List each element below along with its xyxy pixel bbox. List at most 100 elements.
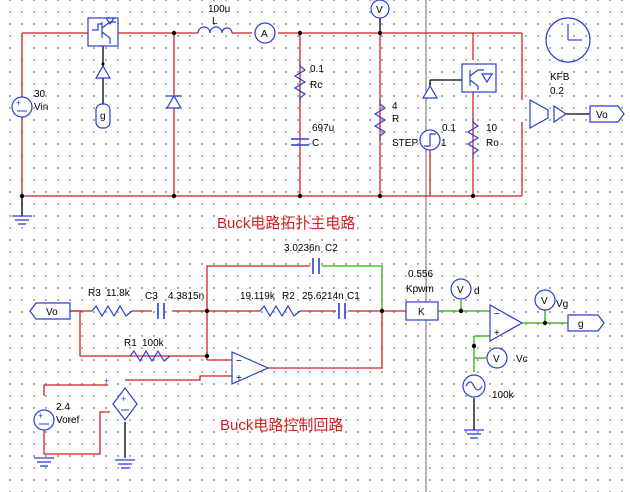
- kfb-sensor[interactable]: [529, 98, 568, 130]
- capacitor-c2[interactable]: [312, 258, 320, 274]
- svg-text:V: V: [541, 296, 548, 307]
- c1-value: 25.6214n: [302, 291, 344, 302]
- gate-driver[interactable]: [94, 62, 112, 79]
- svg-text:−: −: [236, 356, 242, 367]
- svg-text:+: +: [38, 411, 43, 421]
- ro-name: Ro: [486, 138, 499, 149]
- ammeter[interactable]: A: [254, 22, 276, 44]
- error-amplifier[interactable]: − +: [231, 351, 270, 385]
- c3-value: 4.3815n: [168, 291, 204, 302]
- c-name: C: [312, 138, 319, 149]
- c1-name: C1: [347, 291, 360, 302]
- pwm-comparator[interactable]: − +: [489, 303, 524, 343]
- voltmeter-vg[interactable]: V: [534, 289, 556, 311]
- g-output-label[interactable]: g: [567, 314, 605, 332]
- gate-label: g: [100, 111, 106, 122]
- vin-value: 30: [34, 89, 46, 100]
- r1-value: 100k: [142, 338, 165, 349]
- c-value: 697u: [312, 123, 334, 134]
- rc-name: Rc: [310, 80, 322, 91]
- vd-name: d: [474, 286, 480, 297]
- step-name: STEP: [392, 138, 418, 149]
- r3-name: R3: [88, 288, 101, 299]
- ground-symbol-carrier: [464, 429, 484, 439]
- svg-text:g: g: [578, 319, 584, 330]
- kfb-value: 0.2: [550, 86, 564, 97]
- step-source[interactable]: [419, 84, 441, 151]
- svg-text:Vo: Vo: [596, 110, 608, 121]
- svg-text:−: −: [494, 309, 500, 320]
- load-switch[interactable]: [461, 63, 497, 93]
- vref-name: Voref: [56, 415, 80, 426]
- c2-name: C2: [325, 243, 338, 254]
- vref-source[interactable]: +: [33, 409, 55, 431]
- svg-text:+: +: [236, 373, 242, 384]
- voltmeter-d[interactable]: V: [450, 278, 472, 300]
- step-pin: 1: [441, 138, 447, 149]
- r-value: 4: [392, 101, 398, 112]
- r2-name: R2: [282, 291, 295, 302]
- control-loop-title: Buck电路控制回路: [220, 417, 343, 434]
- step-value: 0.1: [442, 123, 456, 134]
- voltmeter-output[interactable]: V: [370, 0, 390, 19]
- svg-text:+: +: [16, 98, 21, 108]
- resistor-r1[interactable]: [129, 349, 171, 363]
- vg-name: Vg: [556, 299, 568, 310]
- vo-input-label[interactable]: Vo: [29, 302, 71, 320]
- kpwm-block[interactable]: K: [405, 301, 439, 321]
- power-wires: [21, 18, 590, 216]
- dependent-source[interactable]: + +: [104, 376, 138, 421]
- power-junctions: [19, 30, 476, 199]
- vin-name: Vin: [34, 102, 48, 113]
- vc-name: Vc: [516, 354, 528, 365]
- freewheel-diode[interactable]: [165, 94, 183, 109]
- ground-symbol-dependent: [115, 459, 135, 469]
- capacitor-c3[interactable]: [157, 303, 165, 319]
- ground-symbol-vref: [34, 457, 54, 467]
- voltmeter-vc[interactable]: V: [486, 347, 508, 369]
- kpwm-name: Kpwm: [406, 284, 434, 295]
- r-name: R: [392, 114, 399, 125]
- r3-value: 11.8k: [106, 288, 131, 299]
- inductor-l[interactable]: [197, 26, 233, 34]
- svg-text:+: +: [494, 328, 500, 339]
- carrier-source[interactable]: [462, 374, 486, 398]
- capacitor-c1[interactable]: [338, 303, 346, 319]
- svg-text:+: +: [104, 376, 109, 386]
- svg-text:K: K: [418, 307, 425, 318]
- inductor-value: 100u: [208, 4, 230, 15]
- kfb-name: KFB: [550, 72, 570, 83]
- vin-source[interactable]: +: [11, 96, 33, 118]
- resistor-r2[interactable]: [259, 304, 301, 318]
- igbt-switch[interactable]: [87, 17, 119, 47]
- svg-text:+: +: [121, 394, 126, 404]
- capacitor-c[interactable]: [291, 138, 309, 146]
- svg-text:Vo: Vo: [46, 307, 58, 318]
- carrier-value: 100k: [492, 390, 515, 401]
- vref-value: 2.4: [56, 402, 70, 413]
- resistor-rc[interactable]: [293, 62, 307, 102]
- r1-name: R1: [124, 338, 137, 349]
- svg-text:V: V: [376, 5, 383, 16]
- svg-text:A: A: [261, 29, 268, 40]
- svg-text:V: V: [493, 354, 500, 365]
- kpwm-value: 0.556: [408, 269, 433, 280]
- resistor-r3[interactable]: [91, 304, 133, 318]
- r2-value: 19.119k: [240, 291, 276, 302]
- rc-value: 0.1: [310, 64, 324, 75]
- clock-icon[interactable]: [545, 17, 591, 63]
- inductor-name: L: [212, 16, 218, 27]
- resistor-ro[interactable]: [466, 118, 480, 158]
- c3-name: C3: [145, 291, 158, 302]
- vo-output-label[interactable]: Vo: [589, 105, 625, 123]
- svg-text:V: V: [457, 285, 464, 296]
- control-junctions: [204, 308, 548, 359]
- power-stage-title: Buck电路拓扑主电路: [217, 215, 355, 232]
- gate-label-box[interactable]: g: [95, 103, 111, 129]
- c2-value: 3.0236n: [284, 243, 320, 254]
- resistor-r[interactable]: [373, 100, 387, 140]
- ro-value: 10: [486, 123, 498, 134]
- ground-symbol-power: [12, 215, 32, 225]
